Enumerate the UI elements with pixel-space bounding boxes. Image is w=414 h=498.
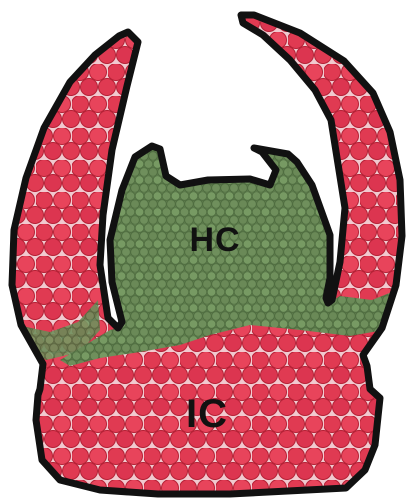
hc-label: HC xyxy=(189,221,240,259)
ic-label: IC xyxy=(186,392,228,436)
